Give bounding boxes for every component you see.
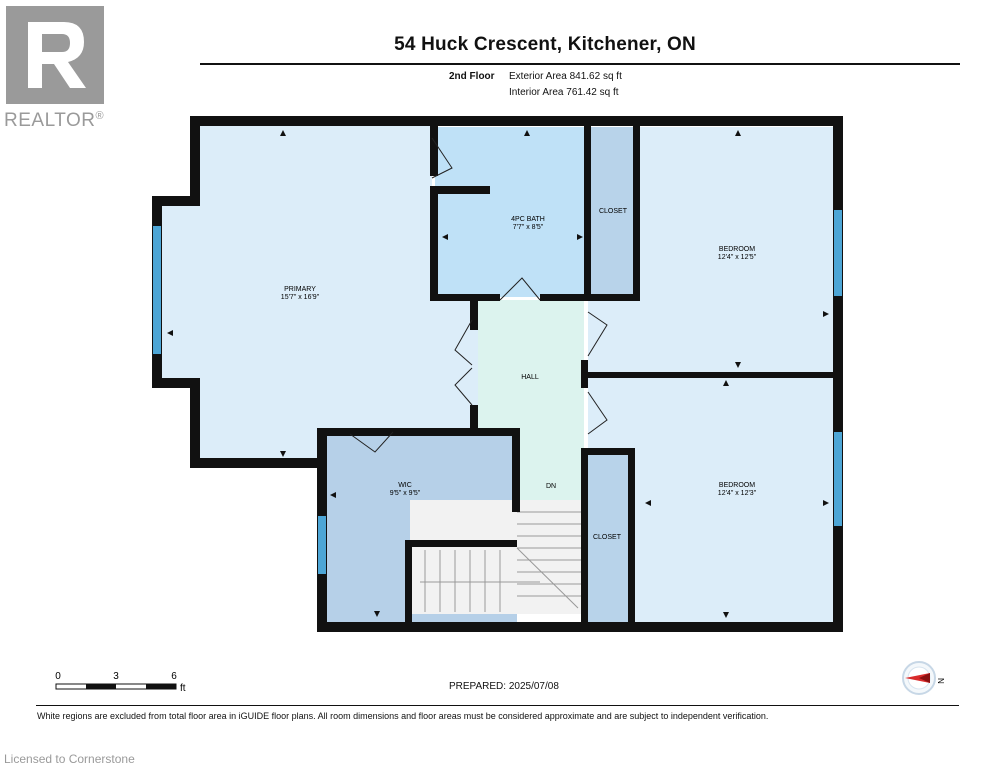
closet-bottom-fill xyxy=(588,452,631,624)
disclaimer-text: White regions are excluded from total fl… xyxy=(37,711,769,721)
room-dims-primary: 15'7" x 16'9" xyxy=(281,294,320,301)
disclaimer-divider xyxy=(36,705,959,706)
room-name-wic: WIC xyxy=(398,482,412,489)
compass-north-label: N xyxy=(936,678,945,684)
stair-treads xyxy=(420,511,583,612)
floor-label: 2nd Floor xyxy=(449,71,495,82)
room-name-primary: PRIMARY xyxy=(284,286,316,293)
license-watermark: Licensed to Cornerstone xyxy=(4,752,135,766)
bath-room-fill xyxy=(435,127,588,297)
prepared-date: PREPARED: 2025/07/08 xyxy=(449,681,559,692)
dimension-markers xyxy=(167,130,829,618)
realtor-wordmark: REALTOR® xyxy=(4,110,104,132)
stairs-fill xyxy=(410,500,583,614)
room-name-bedroom-top: BEDROOM xyxy=(719,246,755,253)
room-name-bath: 4PC BATH xyxy=(511,216,545,223)
registered-mark: ® xyxy=(95,110,105,122)
primary-room-fill xyxy=(158,123,478,464)
room-dims-bedroom-bottom: 12'4" x 12'3" xyxy=(718,490,757,497)
exterior-area: Exterior Area 841.62 sq ft xyxy=(509,71,622,82)
scale-bar xyxy=(55,683,177,690)
compass-icon xyxy=(902,661,936,695)
scale-tick-6: 6 xyxy=(171,671,177,682)
bedroom-top-fill xyxy=(639,127,835,373)
interior-area: Interior Area 761.42 sq ft xyxy=(509,87,619,98)
property-address: 54 Huck Crescent, Kitchener, ON xyxy=(394,34,696,55)
scale-tick-0: 0 xyxy=(55,671,61,682)
room-dims-wic: 9'5" x 9'5" xyxy=(390,490,421,497)
room-name-closet-bottom: CLOSET xyxy=(593,534,622,541)
closet-top-fill xyxy=(591,127,636,297)
scale-unit: ft xyxy=(180,683,186,694)
bedroom-top-lower-fill xyxy=(588,297,639,373)
realtor-logo xyxy=(6,6,104,104)
windows xyxy=(153,210,842,574)
room-dims-bedroom-top: 12'4" x 12'5" xyxy=(718,254,757,261)
title-divider xyxy=(200,63,960,65)
room-name-hall: HALL xyxy=(521,374,539,381)
stairs-label: DN xyxy=(546,483,556,490)
scale-tick-3: 3 xyxy=(113,671,119,682)
room-name-closet-top: CLOSET xyxy=(599,208,628,215)
doors xyxy=(349,137,608,453)
realtor-text: REALTOR xyxy=(4,110,96,131)
room-dims-bath: 7'7" x 8'5" xyxy=(513,224,544,231)
room-name-bedroom-bottom: BEDROOM xyxy=(719,482,755,489)
